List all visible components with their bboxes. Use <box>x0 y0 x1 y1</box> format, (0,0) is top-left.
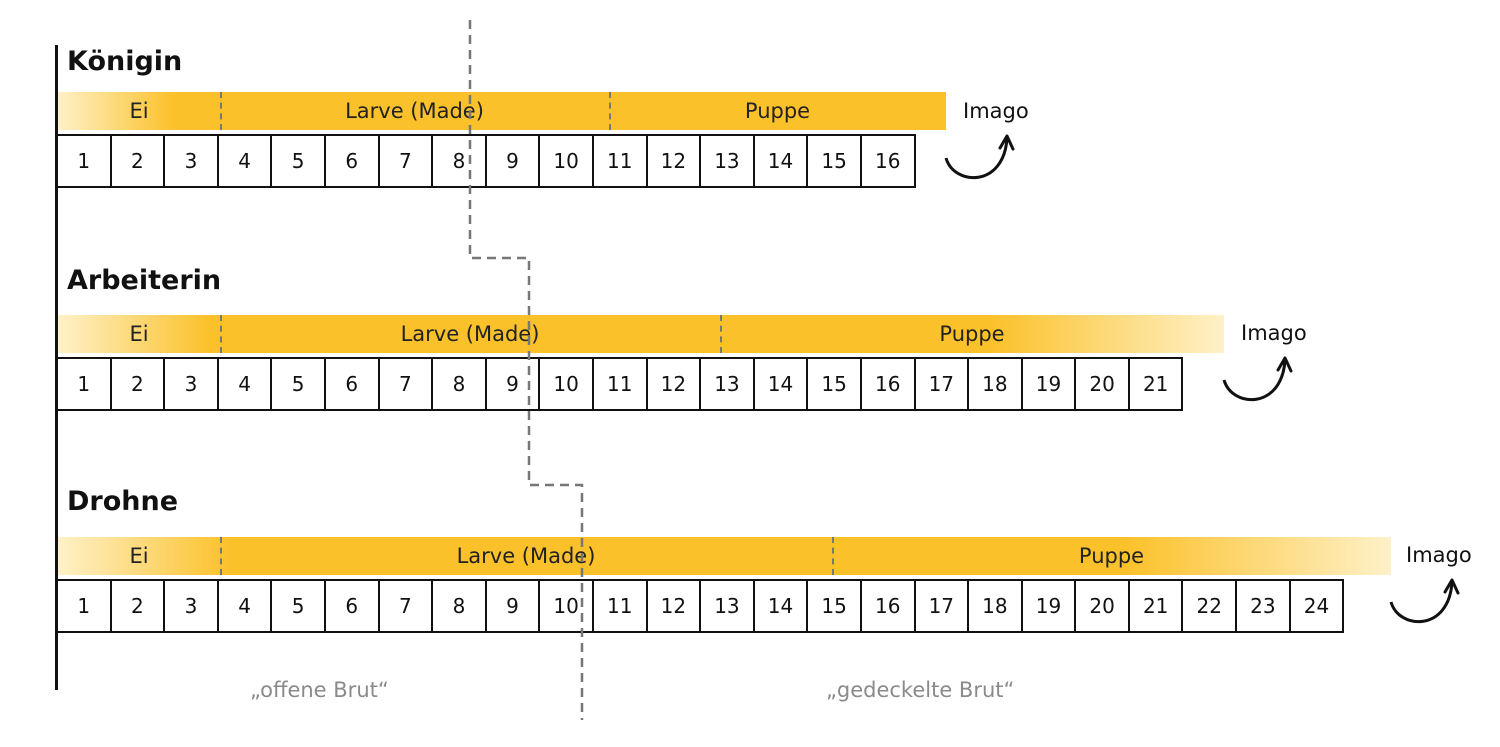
day-cell: 9 <box>484 579 541 633</box>
day-cell: 18 <box>967 357 1023 411</box>
caste-title-worker: Arbeiterin <box>67 265 222 296</box>
day-cell: 11 <box>591 357 648 411</box>
phase-label-pupa: Puppe <box>744 99 811 123</box>
day-cell: 16 <box>859 579 916 633</box>
day-cell: 3 <box>163 579 219 633</box>
day-cell: 7 <box>377 579 434 633</box>
day-cell: 7 <box>377 357 434 411</box>
day-cell: 24 <box>1288 579 1345 633</box>
phase-label-egg: Ei <box>129 322 149 346</box>
day-cell: 7 <box>377 134 434 188</box>
caste-title-drone: Drohne <box>67 486 179 517</box>
day-cell: 11 <box>591 134 648 188</box>
phase-label-larva: Larve (Made) <box>456 544 596 568</box>
phase-separator <box>720 315 722 353</box>
phase-separator <box>832 537 834 575</box>
day-cell: 12 <box>645 134 702 188</box>
day-cell: 17 <box>913 357 970 411</box>
day-cell: 5 <box>270 579 326 633</box>
day-cell: 15 <box>806 579 862 633</box>
day-cell: 15 <box>806 357 862 411</box>
phase-band-queen: Ei Larve (Made) Puppe <box>58 92 946 130</box>
day-cell: 20 <box>1074 357 1130 411</box>
day-cell: 1 <box>56 357 112 411</box>
imago-label-drone: Imago <box>1406 543 1472 567</box>
day-cell: 16 <box>859 134 916 188</box>
day-cell: 5 <box>270 357 326 411</box>
day-cell: 23 <box>1235 579 1291 633</box>
day-cell: 14 <box>752 579 809 633</box>
capped-brood-label: „gedeckelte Brut“ <box>826 678 1015 702</box>
phase-label-larva: Larve (Made) <box>400 322 540 346</box>
phase-separator <box>609 92 611 130</box>
day-cell: 13 <box>699 357 755 411</box>
phase-band-worker: Ei Larve (Made) Puppe <box>58 315 1224 353</box>
phase-band-drone: Ei Larve (Made) Puppe <box>58 537 1391 575</box>
day-cell: 6 <box>323 134 380 188</box>
day-cell: 14 <box>752 357 809 411</box>
curved-arrow-icon <box>1222 356 1293 402</box>
day-cell: 9 <box>484 134 541 188</box>
day-cell: 2 <box>109 579 166 633</box>
day-cell: 10 <box>538 579 594 633</box>
phase-separator <box>220 92 222 130</box>
curved-arrow-icon <box>944 134 1015 180</box>
phase-label-pupa: Puppe <box>1078 544 1145 568</box>
imago-label-queen: Imago <box>963 99 1029 123</box>
day-cell: 6 <box>323 579 380 633</box>
phase-label-pupa: Puppe <box>939 322 1005 346</box>
day-cell: 13 <box>699 579 755 633</box>
day-cell: 19 <box>1020 579 1077 633</box>
caste-title-queen: Königin <box>67 46 183 77</box>
day-cell: 3 <box>163 357 219 411</box>
day-cell: 4 <box>216 134 273 188</box>
day-cell: 21 <box>1127 357 1184 411</box>
day-cell: 19 <box>1020 357 1077 411</box>
day-cell: 12 <box>645 357 702 411</box>
phase-label-larva: Larve (Made) <box>345 99 484 123</box>
open-brood-label: „offene Brut“ <box>250 678 389 702</box>
curved-arrow-icon <box>1389 578 1460 624</box>
imago-label-worker: Imago <box>1241 321 1307 345</box>
day-cell: 12 <box>645 579 702 633</box>
phase-label-egg: Ei <box>129 544 149 568</box>
phase-separator <box>220 315 222 353</box>
day-cell: 2 <box>109 134 166 188</box>
day-cell: 13 <box>699 134 755 188</box>
day-cell: 22 <box>1181 579 1238 633</box>
day-cell: 17 <box>913 579 970 633</box>
phase-label-egg: Ei <box>129 99 149 123</box>
phase-separator <box>220 537 222 575</box>
day-cell: 14 <box>752 134 809 188</box>
day-cell: 8 <box>431 357 487 411</box>
